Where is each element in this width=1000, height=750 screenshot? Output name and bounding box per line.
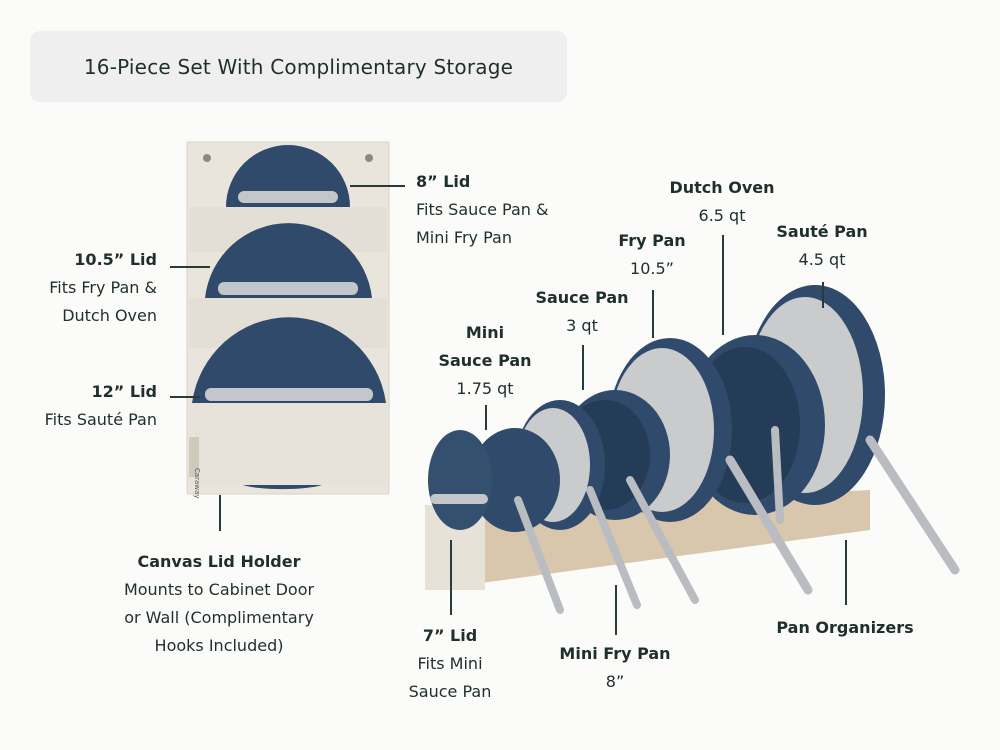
callout-title: Mini Fry Pan bbox=[559, 644, 671, 663]
caraway-tag: Caraway bbox=[193, 468, 201, 499]
leader-line bbox=[170, 266, 210, 268]
callout-mini-sauce-pan: Mini Sauce Pan 1.75 qt bbox=[438, 319, 531, 403]
callout-title: Pan Organizers bbox=[776, 618, 914, 637]
callout-desc: Mounts to Cabinet Door bbox=[123, 580, 315, 599]
leader-line bbox=[485, 405, 487, 430]
mini-sauce-pan-image bbox=[428, 428, 564, 614]
callout-title: 10.5” Lid bbox=[74, 250, 157, 269]
callout-title: 7” Lid bbox=[422, 626, 478, 645]
callout-canvas-lid-holder: Canvas Lid Holder Mounts to Cabinet Door… bbox=[124, 548, 314, 660]
callout-title: 12” Lid bbox=[91, 382, 157, 401]
callout-title: Canvas Lid Holder bbox=[137, 552, 301, 571]
leader-line bbox=[652, 290, 654, 338]
callout-desc: or Wall (Complimentary bbox=[124, 608, 314, 627]
leader-line bbox=[170, 396, 200, 398]
callout-size: 3 qt bbox=[566, 316, 598, 335]
leader-line bbox=[450, 540, 452, 615]
callout-desc: Fits Sauce Pan & bbox=[416, 200, 549, 219]
callout-title: Sauce Pan bbox=[438, 351, 532, 370]
callout-size: 10.5” bbox=[630, 259, 674, 278]
callout-desc: Fits Mini bbox=[417, 654, 483, 673]
leader-line bbox=[219, 495, 221, 531]
callout-title: Sauté Pan bbox=[776, 222, 868, 241]
callout-title: Sauce Pan bbox=[535, 288, 629, 307]
callout-desc: Mini Fry Pan bbox=[416, 228, 512, 247]
leader-line bbox=[615, 585, 617, 635]
callout-fry-pan: Fry Pan 10.5” bbox=[618, 227, 685, 283]
callout-10-5-lid: 10.5” Lid Fits Fry Pan & Dutch Oven bbox=[49, 246, 157, 330]
callout-size: 1.75 qt bbox=[456, 379, 514, 398]
callout-8-lid: 8” Lid Fits Sauce Pan & Mini Fry Pan bbox=[416, 168, 548, 252]
leader-line bbox=[350, 185, 405, 187]
callout-title: Fry Pan bbox=[618, 231, 686, 250]
leader-line bbox=[582, 345, 584, 390]
leader-line bbox=[845, 540, 847, 605]
callout-desc: Sauce Pan bbox=[408, 682, 492, 701]
callout-desc: Dutch Oven bbox=[62, 306, 157, 325]
page-title: 16-Piece Set With Complimentary Storage bbox=[83, 54, 514, 79]
leader-line bbox=[722, 235, 724, 335]
callout-pan-organizers: Pan Organizers bbox=[776, 614, 913, 642]
callout-title: Dutch Oven bbox=[669, 178, 775, 197]
callout-desc: Fits Sauté Pan bbox=[44, 410, 157, 429]
callout-7-lid: 7” Lid Fits Mini Sauce Pan bbox=[409, 622, 492, 706]
callout-title: 8” Lid bbox=[416, 172, 471, 191]
callout-desc: Fits Fry Pan & bbox=[49, 278, 157, 297]
callout-desc: Hooks Included) bbox=[154, 636, 284, 655]
callout-sauce-pan: Sauce Pan 3 qt bbox=[535, 284, 628, 340]
callout-size: 6.5 qt bbox=[698, 206, 746, 225]
canvas-lid-holder-image bbox=[186, 141, 390, 495]
callout-dutch-oven: Dutch Oven 6.5 qt bbox=[669, 174, 774, 230]
callout-saute-pan: Sauté Pan 4.5 qt bbox=[776, 218, 867, 274]
callout-title: Mini bbox=[465, 323, 505, 342]
title-banner: 16-Piece Set With Complimentary Storage bbox=[30, 31, 567, 102]
callout-size: 8” bbox=[605, 672, 625, 691]
callout-size: 4.5 qt bbox=[798, 250, 846, 269]
callout-mini-fry-pan: Mini Fry Pan 8” bbox=[559, 640, 670, 696]
callout-12-lid: 12” Lid Fits Sauté Pan bbox=[45, 378, 157, 434]
leader-line bbox=[822, 282, 824, 308]
